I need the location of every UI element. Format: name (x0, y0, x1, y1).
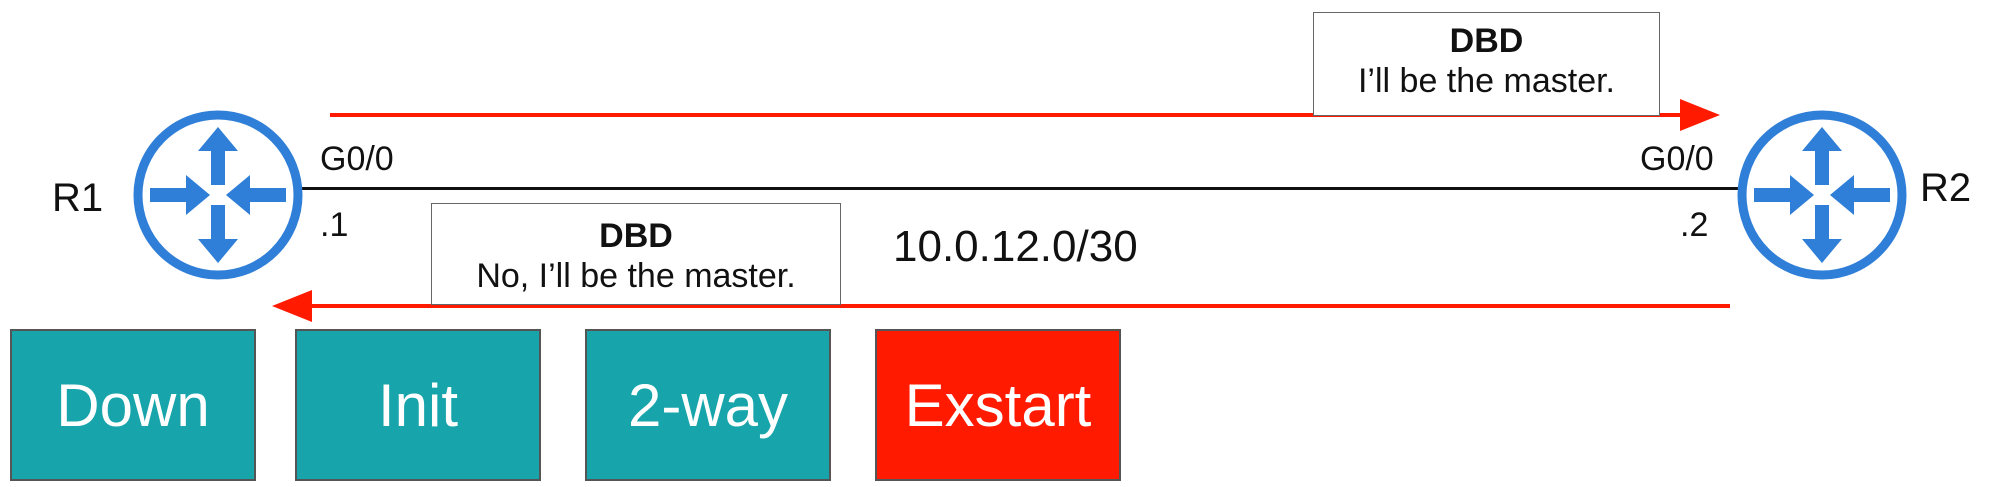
router-r1-label: R1 (52, 176, 104, 220)
message-type: DBD (599, 217, 673, 255)
message-text: I’ll be the master. (1357, 62, 1615, 100)
state-init: Init (295, 329, 541, 481)
message-type: DBD (1449, 22, 1524, 60)
arrow-r2-to-r1 (272, 290, 1730, 322)
dbd-message-r1: DBD I’ll be the master. (1313, 12, 1660, 116)
router-r2-label: R2 (1920, 166, 1972, 210)
arrow-r1-to-r2 (330, 99, 1720, 131)
state-exstart: Exstart (875, 329, 1121, 481)
r1-interface-label: G0/0 (320, 140, 394, 178)
subnet-label: 10.0.12.0/30 (893, 222, 1138, 271)
link-line (300, 187, 1740, 190)
r1-host-address: .1 (320, 206, 349, 244)
r2-host-address: .2 (1680, 206, 1709, 244)
router-r2-icon (1737, 110, 1907, 280)
r2-interface-label: G0/0 (1640, 140, 1714, 178)
state-down: Down (10, 329, 256, 481)
router-r1-icon (133, 110, 303, 280)
message-text: No, I’ll be the master. (476, 257, 796, 295)
state-2-way: 2-way (585, 329, 831, 481)
dbd-message-r2: DBD No, I’ll be the master. (431, 203, 841, 305)
